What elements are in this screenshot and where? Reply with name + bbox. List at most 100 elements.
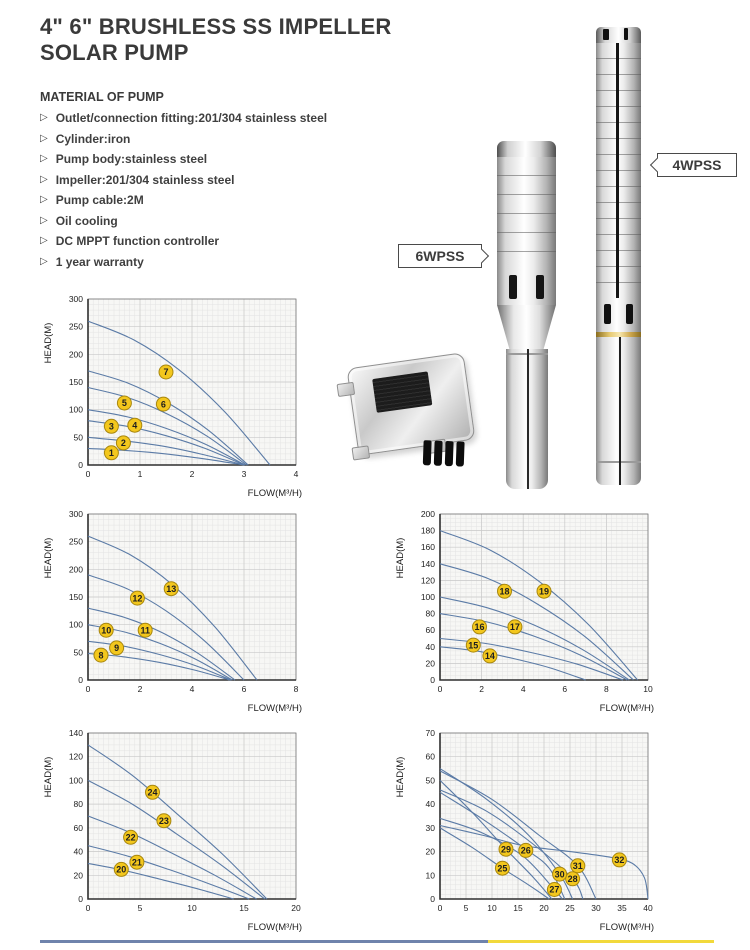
pump-6wpss-joint (497, 305, 556, 349)
svg-text:150: 150 (69, 592, 83, 602)
svg-text:50: 50 (74, 647, 84, 657)
pump-6wpss-motor (505, 349, 548, 489)
svg-text:28: 28 (568, 874, 578, 884)
triangle-bullet-icon: ▷ (40, 153, 48, 164)
svg-text:31: 31 (573, 861, 583, 871)
svg-text:250: 250 (69, 537, 83, 547)
svg-text:5: 5 (138, 903, 143, 913)
svg-text:40: 40 (643, 903, 653, 913)
svg-text:30: 30 (426, 823, 436, 833)
svg-text:20: 20 (539, 903, 549, 913)
controller-mounting-ear (351, 445, 371, 461)
svg-text:3: 3 (242, 469, 247, 479)
svg-text:100: 100 (421, 592, 435, 602)
svg-text:2: 2 (138, 684, 143, 694)
mppt-controller-image (336, 352, 476, 467)
svg-text:15: 15 (239, 903, 249, 913)
material-item-text: 1 year warranty (55, 254, 144, 269)
svg-text:20: 20 (74, 870, 84, 880)
svg-text:26: 26 (521, 846, 531, 856)
material-item-text: Cylinder:iron (55, 131, 131, 146)
triangle-bullet-icon: ▷ (40, 194, 48, 205)
svg-text:120: 120 (421, 575, 435, 585)
svg-text:100: 100 (69, 775, 83, 785)
svg-text:0: 0 (430, 675, 435, 685)
svg-text:2: 2 (190, 469, 195, 479)
triangle-bullet-icon: ▷ (40, 235, 48, 246)
svg-text:10: 10 (487, 903, 497, 913)
svg-text:FLOW(M³/H): FLOW(M³/H) (248, 922, 302, 933)
material-item-text: Impeller:201/304 stainless steel (55, 172, 235, 187)
svg-text:60: 60 (426, 752, 436, 762)
svg-text:10: 10 (643, 684, 653, 694)
svg-text:20: 20 (426, 658, 436, 668)
svg-text:4: 4 (132, 420, 137, 430)
svg-text:100: 100 (69, 405, 83, 415)
svg-text:15: 15 (513, 903, 523, 913)
label-4wpss: 4WPSS (657, 153, 737, 177)
svg-text:20: 20 (116, 865, 126, 875)
page-title: 4" 6" BRUSHLESS SS IMPELLER SOLAR PUMP (40, 14, 391, 66)
svg-text:27: 27 (549, 885, 559, 895)
svg-text:17: 17 (510, 622, 520, 632)
svg-text:20: 20 (426, 847, 436, 857)
svg-text:100: 100 (69, 620, 83, 630)
svg-text:7: 7 (163, 367, 168, 377)
svg-text:16: 16 (474, 622, 484, 632)
controller-mounting-ear (336, 381, 356, 398)
svg-text:80: 80 (426, 609, 436, 619)
svg-text:35: 35 (617, 903, 627, 913)
material-item-text: DC MPPT function controller (55, 234, 220, 248)
material-item: ▷ DC MPPT function controller (40, 235, 370, 247)
svg-text:3: 3 (109, 422, 114, 432)
svg-text:0: 0 (438, 684, 443, 694)
triangle-bullet-icon: ▷ (40, 112, 48, 123)
svg-text:2: 2 (121, 438, 126, 448)
svg-text:10: 10 (426, 870, 436, 880)
svg-text:0: 0 (78, 460, 83, 470)
svg-text:0: 0 (430, 894, 435, 904)
material-item: ▷Impeller:201/304 stainless steel (40, 174, 370, 186)
svg-text:1: 1 (109, 448, 114, 458)
material-item-text: Pump cable:2M (55, 193, 144, 207)
svg-text:6: 6 (242, 684, 247, 694)
svg-text:30: 30 (591, 903, 601, 913)
material-item: ▷Outlet/connection fitting:201/304 stain… (40, 112, 370, 124)
pump-6wpss-image (497, 141, 556, 489)
svg-text:200: 200 (69, 564, 83, 574)
pump-4wpss-image (596, 27, 641, 485)
svg-text:6: 6 (562, 684, 567, 694)
svg-text:50: 50 (426, 775, 436, 785)
pump-4wpss-gold-ring (596, 332, 641, 337)
svg-text:4: 4 (294, 469, 299, 479)
svg-text:32: 32 (614, 855, 624, 865)
svg-text:4: 4 (521, 684, 526, 694)
svg-text:300: 300 (69, 294, 83, 304)
svg-text:20: 20 (291, 903, 301, 913)
svg-text:150: 150 (69, 377, 83, 387)
svg-text:8: 8 (98, 650, 103, 660)
svg-text:22: 22 (126, 833, 136, 843)
svg-text:300: 300 (69, 509, 83, 519)
svg-text:200: 200 (69, 349, 83, 359)
svg-text:160: 160 (421, 542, 435, 552)
svg-text:0: 0 (438, 903, 443, 913)
svg-text:1: 1 (138, 469, 143, 479)
svg-text:0: 0 (78, 675, 83, 685)
svg-text:12: 12 (132, 593, 142, 603)
svg-text:4: 4 (190, 684, 195, 694)
svg-text:10: 10 (101, 625, 111, 635)
svg-text:HEAD(M): HEAD(M) (43, 757, 54, 798)
svg-text:30: 30 (555, 869, 565, 879)
svg-text:10: 10 (187, 903, 197, 913)
svg-text:11: 11 (140, 625, 150, 635)
svg-text:0: 0 (86, 903, 91, 913)
